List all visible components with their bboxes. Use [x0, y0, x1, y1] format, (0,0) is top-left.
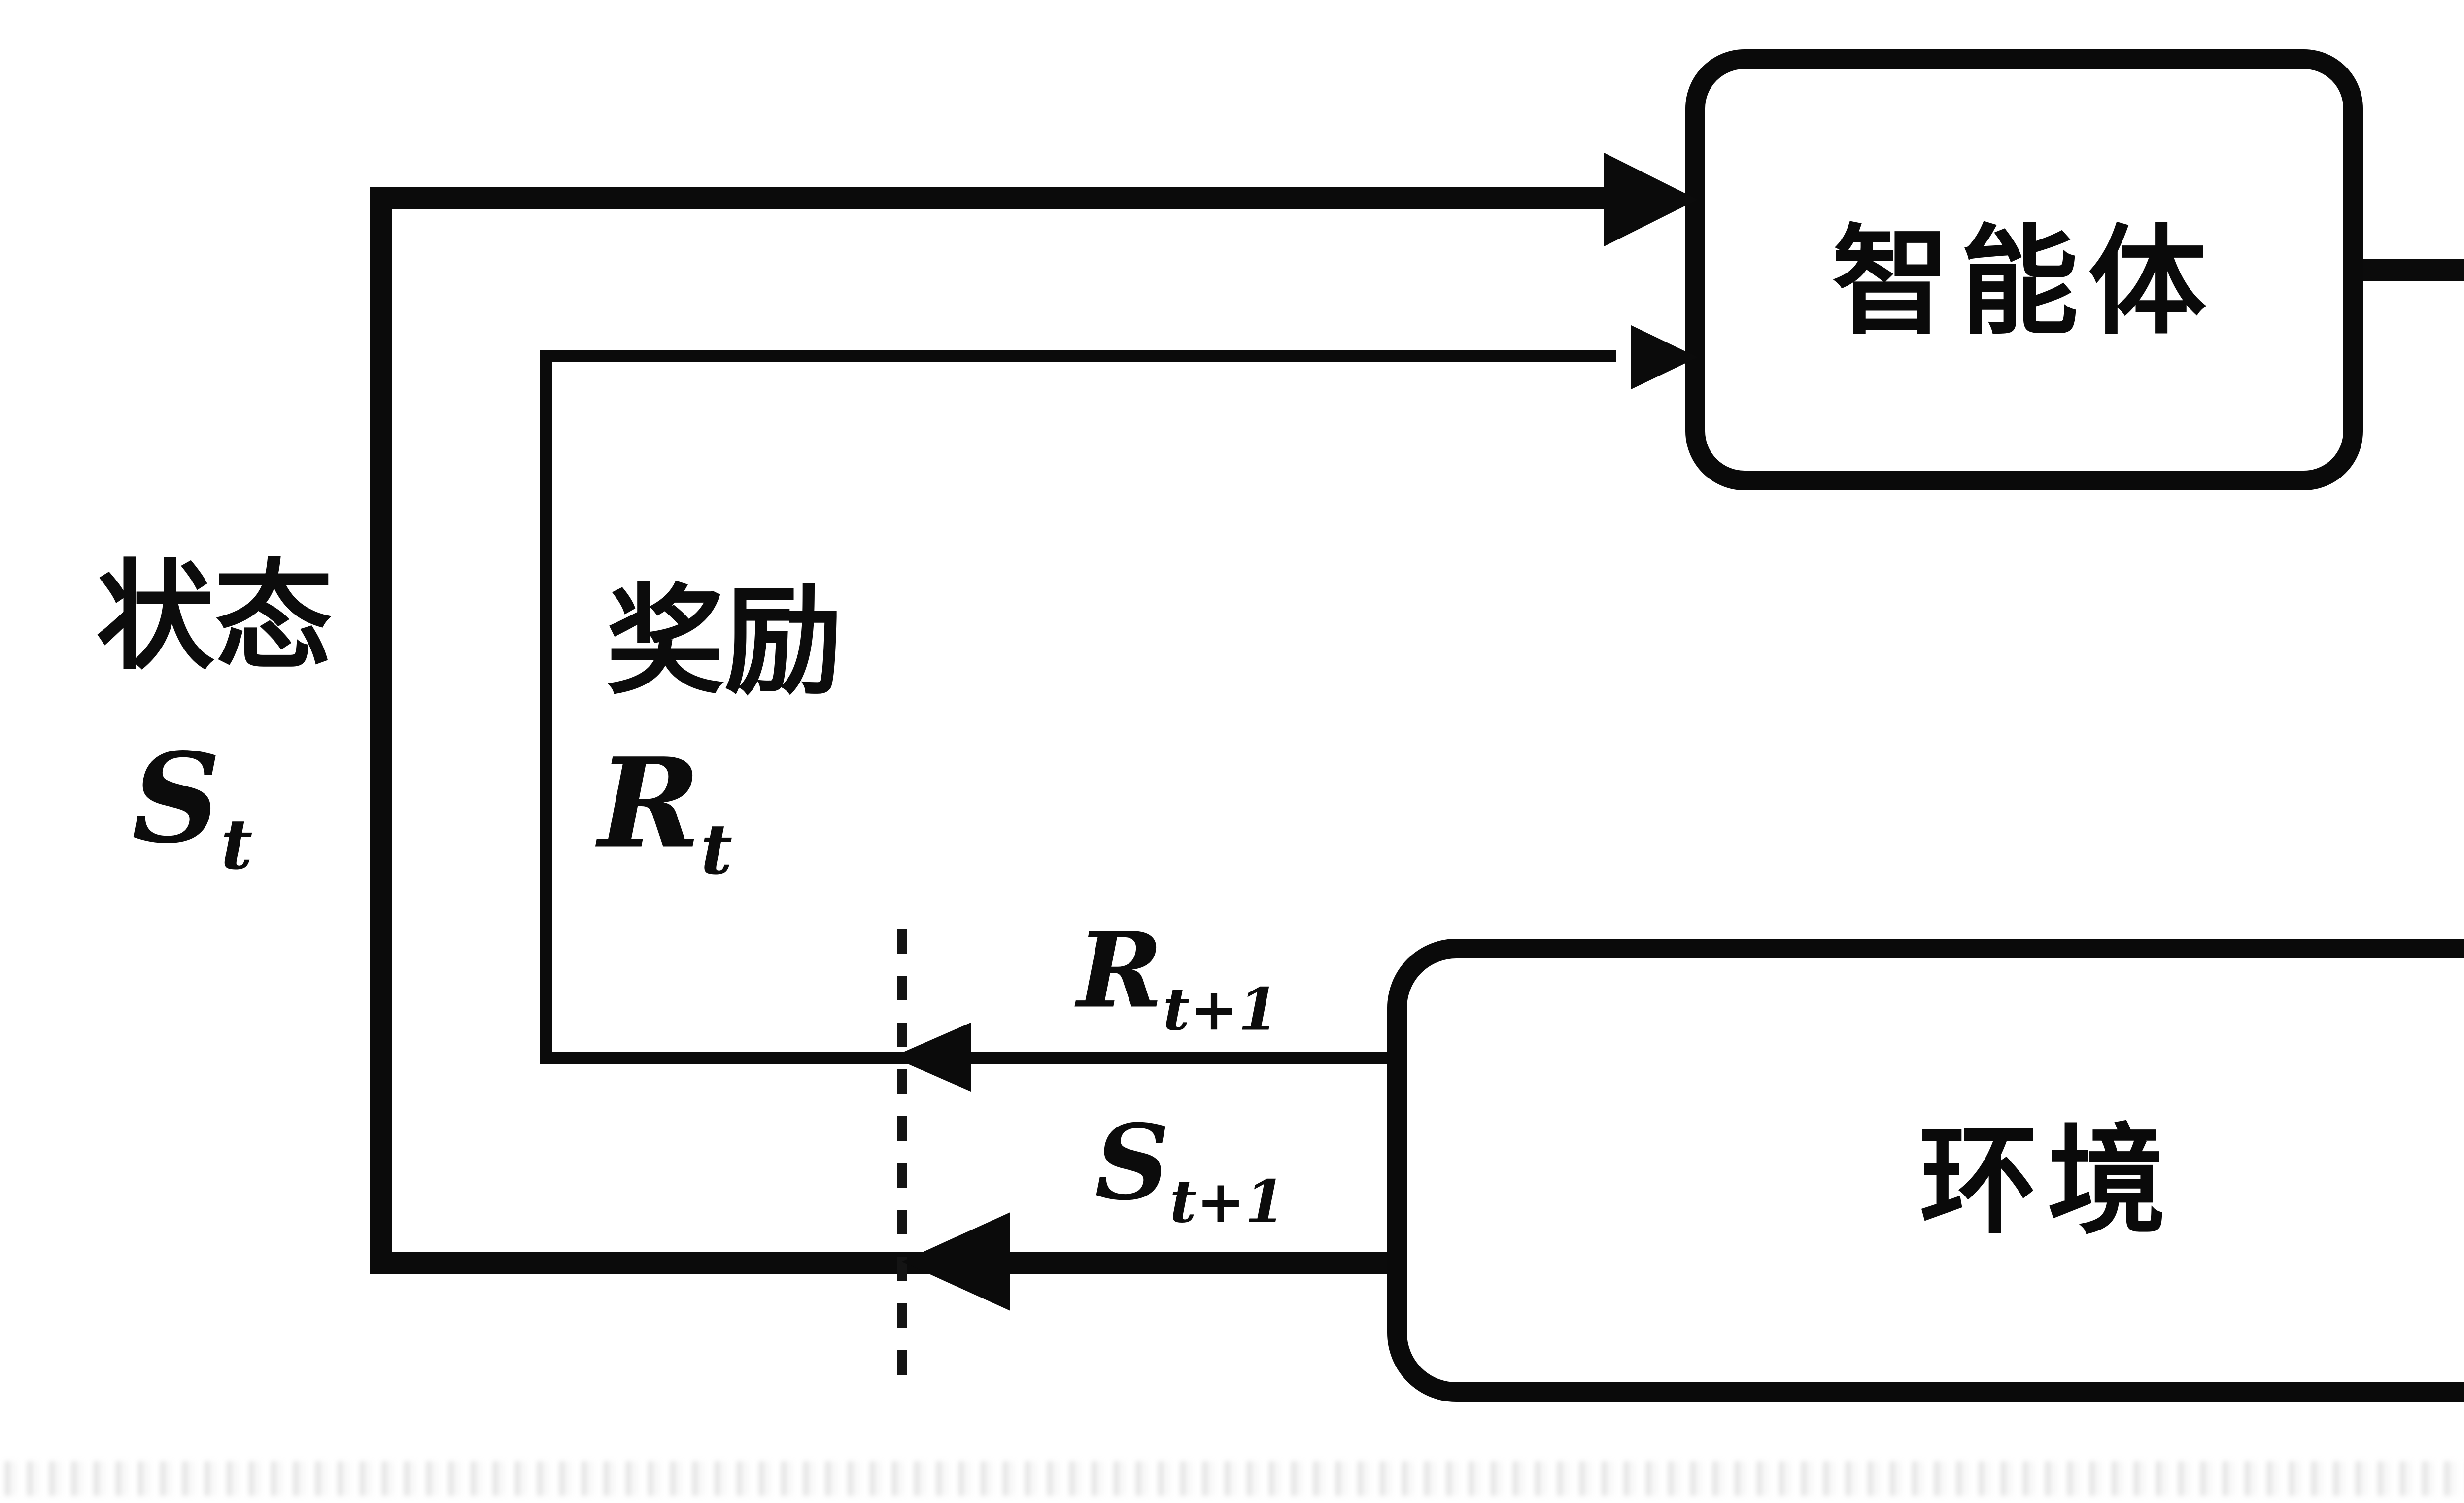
reward-into-agent-arrowhead-icon: [1631, 325, 1698, 389]
cutoff-caption-artifact: [5, 1461, 2464, 1496]
time-boundary-dashed-line: [897, 929, 907, 1392]
environment-box-label: 环境: [1919, 1114, 2176, 1252]
reward-loop-left-vertical-line: [540, 350, 552, 1064]
reward-subscript: t: [700, 809, 733, 891]
environment-box: 环境: [1387, 939, 2464, 1402]
state-label-cn: 状态: [96, 549, 333, 687]
agent-box: 智能体: [1685, 49, 2363, 490]
reward-next-symbol: Rt+1: [1077, 910, 1279, 1045]
state-next-return-line: [370, 1252, 1387, 1274]
reward-label-cn: 奖励: [606, 574, 843, 712]
state-next-arrowhead-icon: [902, 1212, 1010, 1311]
state-subscript: t: [220, 804, 253, 886]
state-loop-top-line: [382, 187, 1614, 209]
action-loop-top-line: [2353, 259, 2464, 281]
state-loop-left-vertical-line: [370, 187, 392, 1274]
agent-box-label: 智能体: [1832, 213, 2217, 351]
reward-next-arrowhead-icon: [892, 1023, 971, 1092]
reward-symbol: Rt: [598, 730, 733, 891]
reward-next-subscript: t+1: [1163, 975, 1279, 1045]
state-next-symbol: St+1: [1095, 1102, 1286, 1237]
state-symbol: St: [132, 725, 253, 886]
reward-loop-top-line: [547, 350, 1616, 362]
state-into-agent-arrowhead-icon: [1604, 153, 1698, 246]
state-next-subscript: t+1: [1169, 1167, 1286, 1237]
